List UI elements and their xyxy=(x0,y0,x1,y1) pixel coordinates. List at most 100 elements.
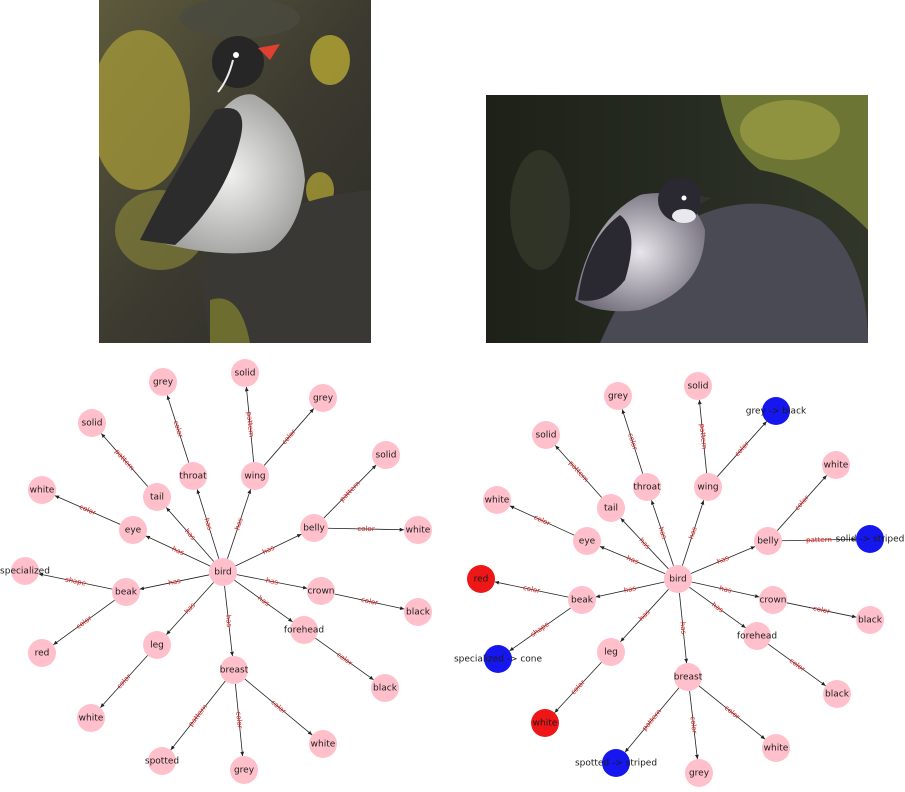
edge-breast-breast_white xyxy=(698,685,766,740)
node-breast-grey: grey xyxy=(685,759,713,787)
node-beak-shape: specialized -> cone xyxy=(454,645,543,673)
edge-bird-wing xyxy=(227,489,252,559)
edge-leg-leg_white xyxy=(100,655,148,708)
node-circle xyxy=(664,565,692,593)
node-beak-specialized: specialized xyxy=(0,557,50,585)
node-circle xyxy=(483,486,511,514)
node-circle xyxy=(230,756,258,784)
edge-label-pattern: pattern xyxy=(641,708,664,733)
edge-bird-belly xyxy=(690,546,756,574)
edge-label-has: has xyxy=(256,594,271,608)
node-label: forehead xyxy=(284,626,324,636)
node-circle xyxy=(78,409,106,437)
edge-label-has: has xyxy=(224,614,233,628)
edge-label-pattern: pattern xyxy=(806,536,832,544)
edge-label-color: color xyxy=(689,716,699,734)
node-label: black xyxy=(825,690,850,700)
node-crown: crown xyxy=(307,577,335,605)
edge-label-has: has xyxy=(710,601,725,615)
node-label: bird xyxy=(214,568,231,578)
edge-eye-eye_white xyxy=(54,495,121,525)
edge-layer xyxy=(494,399,857,760)
node-circle xyxy=(11,557,39,585)
edge-label-has: has xyxy=(168,577,182,587)
node-circle xyxy=(633,473,661,501)
edge-bird-forehead xyxy=(689,586,746,629)
edge-bird-wing xyxy=(681,500,705,566)
edge-belly-belly_solid xyxy=(323,464,377,519)
node-label: white xyxy=(485,496,510,506)
node-circle xyxy=(531,709,559,737)
node-circle xyxy=(143,631,171,659)
node-label: white xyxy=(533,719,558,729)
node-forehead-black: black xyxy=(823,680,851,708)
node-breast-grey: grey xyxy=(230,756,258,784)
edge-breast-breast_pattern xyxy=(624,687,680,753)
node-circle xyxy=(762,734,790,762)
node-label: belly xyxy=(757,537,779,547)
edge-label-color: color xyxy=(357,525,375,533)
edge-bird-crown xyxy=(691,581,760,598)
node-circle xyxy=(823,680,851,708)
node-bird: bird xyxy=(209,558,237,586)
node-label: leg xyxy=(150,641,164,651)
node-crown-black: black xyxy=(856,606,884,634)
node-label: eye xyxy=(579,537,596,547)
edge-label-color: color xyxy=(335,651,354,668)
edge-bird-breast xyxy=(679,592,689,664)
edge-wing-wing_grey xyxy=(263,408,315,466)
node-label: solid xyxy=(688,382,709,392)
node-throat-grey: grey xyxy=(149,368,177,396)
node-forehead: forehead xyxy=(737,622,777,650)
node-label: spotted xyxy=(145,757,179,767)
edge-label-has: has xyxy=(233,517,245,532)
node-belly-solid: solid xyxy=(372,441,400,469)
node-label: grey xyxy=(234,766,255,776)
node-tail-solid: solid xyxy=(78,409,106,437)
node-circle xyxy=(179,462,207,490)
node-leg: leg xyxy=(143,631,171,659)
edge-belly-belly_pattern xyxy=(781,537,857,542)
node-circle xyxy=(112,578,140,606)
node-circle xyxy=(209,558,237,586)
node-throat: throat xyxy=(633,473,661,501)
node-circle xyxy=(28,639,56,667)
node-wing-solid: solid xyxy=(684,372,712,400)
node-circle xyxy=(371,674,399,702)
edge-bird-throat xyxy=(196,489,220,559)
node-eye: eye xyxy=(573,527,601,555)
node-label: solid -> striped xyxy=(836,535,905,545)
node-label: bird xyxy=(669,575,686,585)
node-label: black xyxy=(858,616,883,626)
node-circle xyxy=(694,473,722,501)
edge-label-color: color xyxy=(172,420,185,439)
node-label: white xyxy=(79,714,104,724)
node-circle xyxy=(148,747,176,775)
node-label: white xyxy=(30,486,55,496)
node-circle xyxy=(307,577,335,605)
edge-layer xyxy=(38,386,405,757)
edge-bird-eye xyxy=(599,546,666,574)
edge-bird-leg xyxy=(166,582,214,635)
node-label: grey xyxy=(689,769,710,779)
node-circle xyxy=(372,441,400,469)
node-circle xyxy=(674,663,702,691)
edge-belly-belly_white xyxy=(777,475,827,531)
node-label: tail xyxy=(150,493,164,503)
edge-eye-eye_white xyxy=(509,505,575,536)
edge-bird-leg xyxy=(620,589,669,642)
node-label: solid xyxy=(82,419,103,429)
node-label: eye xyxy=(125,526,142,536)
node-label: beak xyxy=(115,588,138,598)
edge-wing-wing_solid xyxy=(697,399,708,474)
node-leg-white: white xyxy=(77,704,105,732)
node-label: throat xyxy=(633,483,661,493)
node-crown: crown xyxy=(759,586,787,614)
edge-label-color: color xyxy=(532,513,551,527)
node-label: belly xyxy=(303,524,325,534)
photo-right xyxy=(486,95,868,343)
node-label: white xyxy=(824,461,849,471)
node-circle xyxy=(685,759,713,787)
